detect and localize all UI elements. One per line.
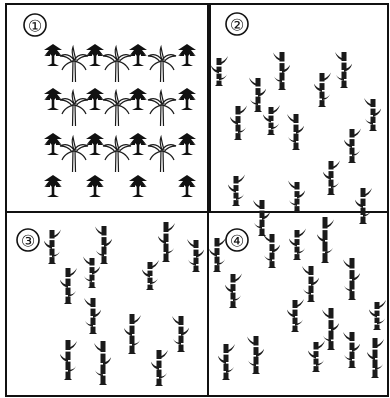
sugarcane-stalk-icon xyxy=(94,341,111,385)
banana-palm-icon xyxy=(103,91,131,126)
sugarcane-stalk-icon xyxy=(211,56,228,86)
panel-3-number: ③ xyxy=(21,232,35,251)
panel-1-number: ① xyxy=(28,17,42,36)
banana-palm-icon xyxy=(60,47,88,82)
sugarcane-stalk-icon xyxy=(369,300,386,330)
small-tree-icon xyxy=(129,175,147,197)
sugarcane-stalk-icon xyxy=(44,230,61,265)
sugarcane-stalk-icon xyxy=(288,181,305,213)
sugarcane-stalk-icon xyxy=(344,129,361,164)
sugarcane-stalk-icon xyxy=(247,336,264,374)
sugarcane-stalk-icon xyxy=(287,299,304,332)
sugarcane-stalk-icon xyxy=(83,257,100,289)
sugarcane-stalk-icon xyxy=(95,226,112,264)
panel-3-label: ③ xyxy=(17,229,39,251)
sugarcane-stalk-icon xyxy=(314,73,331,108)
banana-palm-icon xyxy=(148,91,176,126)
banana-palm-icon xyxy=(60,137,88,172)
sugarcane-stalk-icon xyxy=(289,229,306,261)
sugarcane-stalk-icon xyxy=(209,238,226,273)
plants-layer xyxy=(44,44,386,386)
sugarcane-stalk-icon xyxy=(355,188,372,224)
panel-1-label: ① xyxy=(24,14,46,36)
sugarcane-stalk-icon xyxy=(335,52,352,88)
sugarcane-stalk-icon xyxy=(317,217,334,263)
small-tree-icon xyxy=(178,44,196,66)
small-tree-icon xyxy=(86,44,104,66)
small-tree-icon xyxy=(44,44,62,66)
sugarcane-stalk-icon xyxy=(158,222,175,262)
sugarcane-stalk-icon xyxy=(142,260,159,290)
sugarcane-stalk-icon xyxy=(218,344,235,380)
sugarcane-stalk-icon xyxy=(253,200,270,236)
small-tree-icon xyxy=(178,133,196,155)
small-tree-icon xyxy=(178,88,196,110)
small-tree-icon xyxy=(129,133,147,155)
banana-palm-icon xyxy=(103,47,131,82)
sugarcane-stalk-icon xyxy=(124,314,141,354)
sugarcane-stalk-icon xyxy=(322,308,339,350)
sugarcane-stalk-icon xyxy=(60,268,77,304)
sugarcane-stalk-icon xyxy=(187,239,204,272)
sugarcane-stalk-icon xyxy=(302,266,319,302)
sugarcane-stalk-icon xyxy=(151,350,168,386)
banana-palm-icon xyxy=(148,137,176,172)
banana-palm-icon xyxy=(60,91,88,126)
sugarcane-stalk-icon xyxy=(364,98,381,131)
sugarcane-stalk-icon xyxy=(249,78,266,113)
sugarcane-stalk-icon xyxy=(308,341,325,373)
small-tree-icon xyxy=(86,88,104,110)
banana-palm-icon xyxy=(148,47,176,82)
sugarcane-stalk-icon xyxy=(263,234,280,269)
sugarcane-stalk-icon xyxy=(263,105,280,135)
small-tree-icon xyxy=(129,88,147,110)
sugarcane-stalk-icon xyxy=(230,106,247,141)
sugarcane-stalk-icon xyxy=(84,298,101,334)
small-tree-icon xyxy=(178,175,196,197)
sugarcane-stalk-icon xyxy=(287,114,304,150)
sugarcane-stalk-icon xyxy=(367,338,384,378)
sugarcane-stalk-icon xyxy=(60,340,77,380)
sugarcane-stalk-icon xyxy=(323,161,340,196)
sugarcane-stalk-icon xyxy=(225,274,242,309)
sugarcane-stalk-icon xyxy=(172,316,189,352)
small-tree-icon xyxy=(86,133,104,155)
banana-palm-icon xyxy=(103,137,131,172)
panel-4-number: ④ xyxy=(230,232,244,251)
sugarcane-stalk-icon xyxy=(343,258,360,300)
panel-2-label: ② xyxy=(226,13,248,35)
sugarcane-stalk-icon xyxy=(273,52,290,90)
small-tree-icon xyxy=(86,175,104,197)
panel-4-label: ④ xyxy=(226,229,248,251)
panel-2-number: ② xyxy=(230,16,244,35)
small-tree-icon xyxy=(129,44,147,66)
sugarcane-stalk-icon xyxy=(228,175,245,207)
small-tree-icon xyxy=(44,133,62,155)
sugarcane-stalk-icon xyxy=(343,332,360,368)
small-tree-icon xyxy=(44,88,62,110)
small-tree-icon xyxy=(44,175,62,197)
